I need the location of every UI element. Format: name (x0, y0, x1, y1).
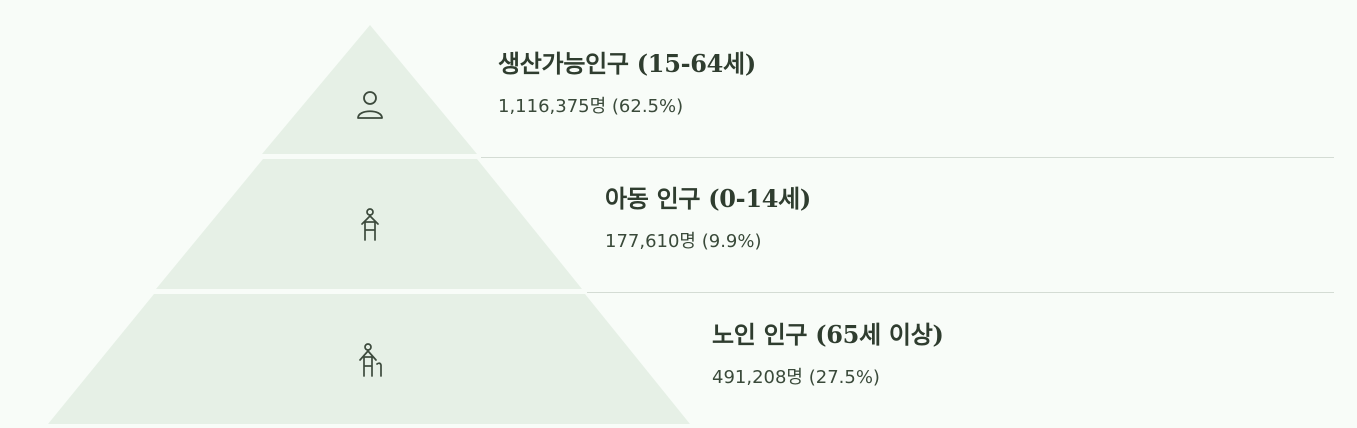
pyramid-tier-bottom (48, 294, 690, 424)
tier-divider (587, 292, 1334, 293)
tier-label-elderly: 노인 인구 (65세 이상) 491,208명 (27.5%) (712, 323, 944, 387)
tier-title: 아동 인구 (0-14세) (605, 184, 811, 213)
tier-label-children: 아동 인구 (0-14세) 177,610명 (9.9%) (605, 187, 811, 251)
tier-value: 177,610명 (9.9%) (605, 231, 762, 252)
tier-title: 생산가능인구 (15-64세) (498, 49, 756, 78)
elderly-person-with-cane-icon (359, 343, 382, 377)
adult-person-icon (357, 91, 383, 119)
tier-value: 491,208명 (27.5%) (712, 367, 880, 388)
child-person-icon (361, 208, 379, 241)
tier-title: 노인 인구 (65세 이상) (712, 320, 944, 349)
tier-label-working-age: 생산가능인구 (15-64세) 1,116,375명 (62.5%) (498, 52, 756, 116)
pyramid-tier-top (262, 25, 477, 154)
pyramid-tier-middle (156, 159, 582, 289)
tier-value: 1,116,375명 (62.5%) (498, 96, 684, 117)
tier-divider (481, 157, 1334, 158)
